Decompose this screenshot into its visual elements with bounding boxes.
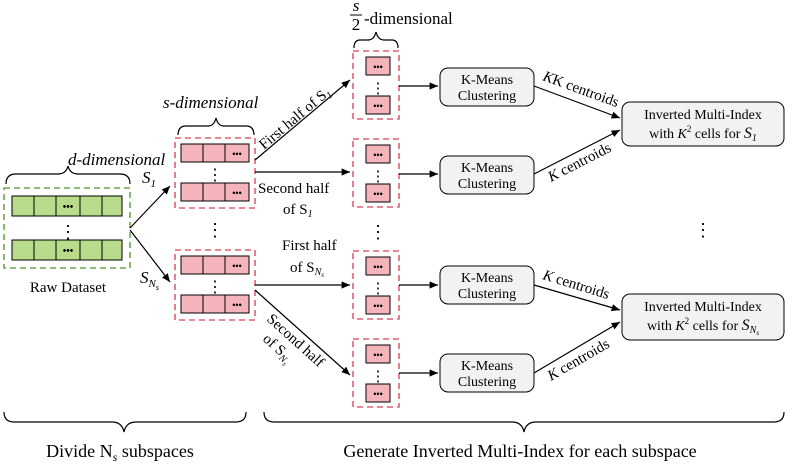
svg-text:with K2 cells for SNs: with K2 cells for SNs xyxy=(647,316,759,337)
half-dim-label: s 2 -dimensional xyxy=(350,0,453,34)
svg-text:•••: ••• xyxy=(373,350,382,360)
half-box-4: ••• ⋮ ••• xyxy=(352,338,400,408)
first-half-sns-label-b: of SNs xyxy=(290,260,324,279)
second-half-s1-label-a: Second half xyxy=(258,181,329,197)
imi-vdots: ⋮ xyxy=(694,220,712,240)
half-box-1: ••• ⋮ ••• xyxy=(352,50,400,120)
svg-text:•••: ••• xyxy=(373,62,382,72)
d-dimensional-label: d-dimensional xyxy=(68,150,166,169)
svg-text:•••: ••• xyxy=(232,188,241,198)
kmeans-box-3: K-Means Clustering xyxy=(439,265,535,305)
brace-half-dim xyxy=(353,31,399,49)
svg-text:Clustering: Clustering xyxy=(458,177,516,192)
imi-box-s1: Inverted Multi-Index with K2 cells for S… xyxy=(621,101,785,147)
svg-text:Clustering: Clustering xyxy=(458,89,516,104)
s1-label: S1 xyxy=(142,168,156,190)
sns-label: SNs xyxy=(140,268,159,292)
svg-text:•••: ••• xyxy=(373,389,382,399)
arrow-kmeans3-imi2 xyxy=(533,284,621,312)
svg-text:⋮: ⋮ xyxy=(371,169,386,185)
svg-text:•••: ••• xyxy=(63,246,74,257)
subspace-s1: ••• ⋮ ••• xyxy=(174,137,256,209)
halves-vdots: ⋮ xyxy=(369,222,387,242)
subspace-s1-box xyxy=(174,137,256,209)
raw-dataset-group: d-dimensional ••• ⋮ ••• Raw Dataset xyxy=(3,150,166,296)
svg-text:-dimensional: -dimensional xyxy=(364,9,453,28)
svg-text:⋮: ⋮ xyxy=(371,81,386,97)
subspace-sns: ••• ⋮ ••• xyxy=(174,249,256,321)
arrow-kmeans4-imi2 xyxy=(533,321,621,374)
k-centroids-label-1: KK centroids xyxy=(540,68,621,111)
raw-row-top: ••• xyxy=(11,195,123,217)
caption-divide: Divide Ns subspaces xyxy=(46,441,194,464)
svg-text:•••: ••• xyxy=(373,301,382,311)
svg-text:Inverted Multi-Index: Inverted Multi-Index xyxy=(644,108,762,123)
brace-raw-dataset xyxy=(5,165,131,185)
svg-text:2: 2 xyxy=(352,15,361,34)
raw-vdots: ⋮ xyxy=(59,222,77,242)
half-box-2: ••• ⋮ ••• xyxy=(352,138,400,208)
first-half-s1-label: First half of S1 xyxy=(256,84,335,154)
raw-dataset-label: Raw Dataset xyxy=(30,280,107,296)
s-dimensional-label: s-dimensional xyxy=(163,93,259,112)
svg-text:•••: ••• xyxy=(373,150,382,160)
svg-text:K-Means: K-Means xyxy=(461,73,513,88)
first-half-sns-label-a: First half xyxy=(282,238,337,254)
svg-text:•••: ••• xyxy=(373,101,382,111)
kmeans-box-1: K-Means Clustering xyxy=(439,67,535,107)
svg-text:•••: ••• xyxy=(373,189,382,199)
svg-text:⋮: ⋮ xyxy=(371,369,386,385)
svg-text:•••: ••• xyxy=(373,262,382,272)
svg-text:⋮: ⋮ xyxy=(207,279,223,296)
svg-text:•••: ••• xyxy=(232,261,241,271)
svg-text:•••: ••• xyxy=(63,202,74,213)
raw-row-bottom: ••• xyxy=(11,239,123,261)
arrow-kmeans1-imi1 xyxy=(533,85,621,119)
subspace-vdots: ⋮ xyxy=(206,220,224,240)
svg-text:K-Means: K-Means xyxy=(461,359,513,374)
kmeans-box-4: K-Means Clustering xyxy=(439,353,535,393)
second-half-s1-label-b: of S1 xyxy=(283,202,313,220)
svg-text:Inverted Multi-Index: Inverted Multi-Index xyxy=(644,300,762,315)
svg-text:⋮: ⋮ xyxy=(371,281,386,297)
arrow-kmeans2-imi1 xyxy=(533,129,621,175)
svg-text:Clustering: Clustering xyxy=(458,375,516,390)
svg-text:K-Means: K-Means xyxy=(461,271,513,286)
arrow-sns-second xyxy=(254,289,351,376)
brace-bottom-left xyxy=(3,411,247,433)
arrow-s1-first xyxy=(254,79,351,161)
imi-box-sns: Inverted Multi-Index with K2 cells for S… xyxy=(621,293,785,341)
arrow-raw-to-sns xyxy=(129,229,171,283)
arrow-raw-to-s1 xyxy=(129,185,171,229)
svg-text:•••: ••• xyxy=(232,149,241,159)
kmeans-box-2: K-Means Clustering xyxy=(439,155,535,195)
svg-text:with K2 cells for S1: with K2 cells for S1 xyxy=(649,124,757,144)
svg-text:K-Means: K-Means xyxy=(461,161,513,176)
half-box-3: ••• ⋮ ••• xyxy=(352,250,400,320)
svg-text:s: s xyxy=(353,0,360,15)
svg-text:•••: ••• xyxy=(232,300,241,310)
svg-text:Clustering: Clustering xyxy=(458,287,516,302)
caption-generate: Generate Inverted Multi-Index for each s… xyxy=(343,441,696,461)
svg-text:⋮: ⋮ xyxy=(207,167,223,184)
brace-bottom-right xyxy=(263,411,785,433)
brace-s-dim xyxy=(177,117,255,136)
